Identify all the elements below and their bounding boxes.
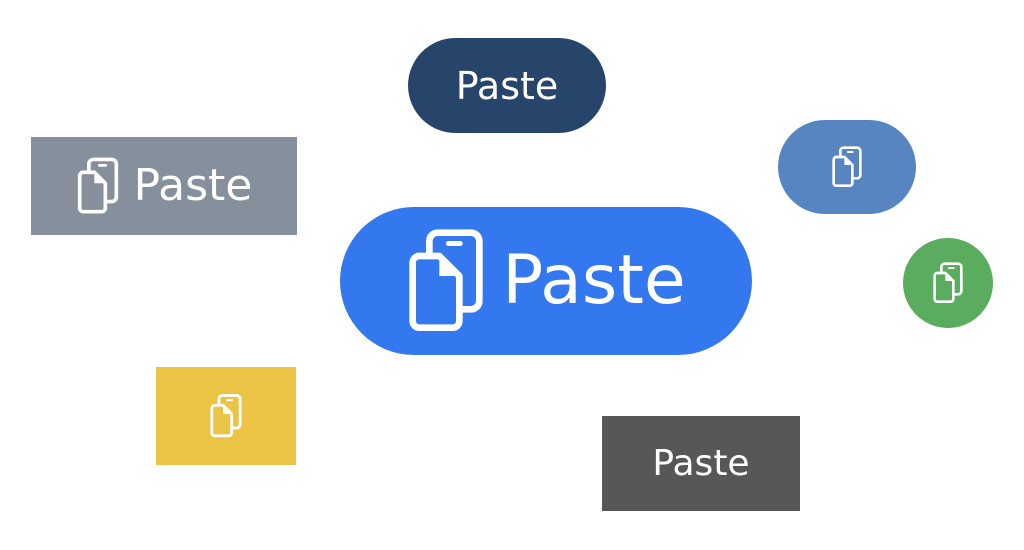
clipboard-paste-icon bbox=[76, 156, 120, 216]
paste-label: Paste bbox=[133, 160, 253, 211]
paste-button-dark-pill[interactable]: Paste bbox=[408, 38, 606, 133]
paste-button-main-pill[interactable]: Paste bbox=[340, 207, 752, 355]
paste-label: Paste bbox=[455, 63, 559, 108]
paste-icon-button-steel-pill[interactable] bbox=[778, 120, 916, 214]
clipboard-paste-icon bbox=[831, 145, 863, 189]
paste-label: Paste bbox=[652, 442, 750, 484]
paste-button-charcoal-rect[interactable]: Paste bbox=[602, 416, 800, 511]
clipboard-paste-icon bbox=[932, 261, 964, 305]
paste-label: Paste bbox=[502, 241, 686, 320]
clipboard-paste-icon bbox=[406, 227, 486, 335]
paste-button-gray-rect[interactable]: Paste bbox=[31, 137, 297, 235]
clipboard-paste-icon bbox=[209, 393, 243, 439]
paste-icon-button-green-circle[interactable] bbox=[903, 238, 993, 328]
paste-icon-button-yellow-rect[interactable] bbox=[156, 367, 296, 465]
